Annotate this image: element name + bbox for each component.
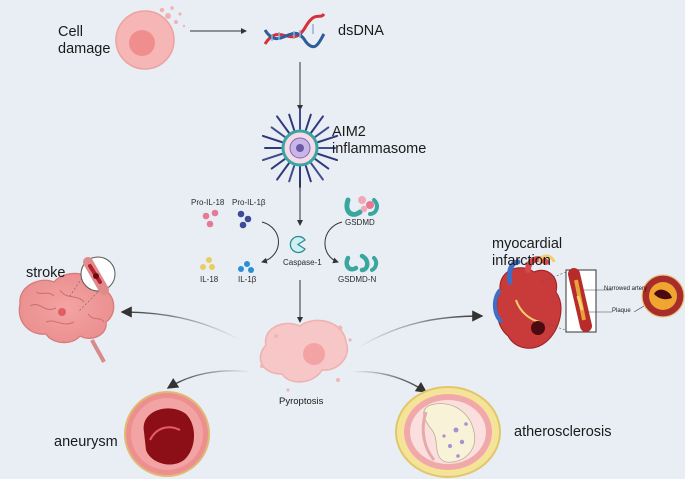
inflammasome-spike (317, 152, 339, 162)
plaque-label: Plaque (612, 308, 631, 314)
inflammasome-spike (317, 134, 339, 144)
caspase1-icon (289, 235, 306, 254)
inflammasome-spike (310, 115, 324, 134)
gsdmd-n-label: GSDMD-N (338, 275, 377, 284)
atherosclerosis-label: atherosclerosis (514, 424, 612, 440)
inflammasome-spike (288, 165, 296, 183)
il18-label: IL-18 (200, 275, 219, 284)
inflammasome-spike (314, 126, 330, 138)
aim2-inflammasome-label: AIM2 inflammasome (332, 124, 426, 158)
dna-helix-icon (263, 12, 326, 49)
inflammasome-spike (261, 134, 283, 144)
cell-damage-label-line1: Cell (58, 24, 83, 40)
aneurysm-vessel-icon (124, 391, 210, 477)
inflammasome-spike (261, 152, 283, 162)
inflammasome-spike (304, 165, 312, 183)
pro-il1b-molecules-icon (237, 210, 252, 229)
inflammasome-spike (288, 113, 296, 131)
brain-icon (18, 272, 115, 363)
aneurysm-label: aneurysm (54, 434, 118, 450)
gsdmd-protein-icon (344, 196, 379, 217)
aim2-label-line1: AIM2 (332, 124, 366, 140)
dsdna-label: dsDNA (338, 23, 384, 39)
il1b-molecules-icon (238, 261, 254, 273)
inflammasome-spike (314, 158, 330, 170)
atherosclerosis-vessel-icon (395, 386, 501, 478)
inflammasome-spike (270, 158, 286, 170)
gsdmd-n-icon (344, 253, 379, 273)
il18-molecules-icon (200, 257, 215, 270)
inflammasome-spike (310, 162, 324, 181)
heart-icon (493, 254, 562, 349)
arrow-to-atherosclerosis (351, 370, 428, 393)
arrow-gsdmd-to-gsdmdn (324, 221, 343, 264)
cell-damage-label-line2: damage (58, 41, 111, 57)
mi-label-line2: infarction (492, 253, 551, 269)
damaged-cell-icon (115, 6, 186, 70)
inflammasome-spike (270, 126, 286, 138)
caspase1-label: Caspase-1 (283, 258, 322, 267)
inflammasome-spike (304, 113, 312, 131)
inflammasome-icon (261, 108, 339, 188)
arrow-to-stroke (120, 306, 241, 341)
cell-damage-label: Cell damage (58, 24, 110, 58)
mi-label-line1: myocardial (492, 236, 563, 252)
stroke-vessel-inset-icon (69, 256, 116, 313)
inflammasome-spike (276, 162, 290, 181)
inflammasome-spike (276, 115, 290, 134)
aim2-label-line2: inflammasome (332, 141, 427, 157)
pro-il1b-label: Pro-IL-1β (232, 198, 266, 207)
pro-il18-molecules-icon (202, 209, 219, 228)
arrow-pro-il-to-il (261, 221, 279, 264)
pyroptotic-cell-icon (259, 319, 352, 392)
narrowed-artery-label: Narrowed artery (604, 286, 648, 292)
arrow-to-aneurysm (166, 370, 251, 389)
gsdmd-label: GSDMD (345, 218, 375, 227)
artery-cross-section-icon (641, 274, 685, 318)
myocardial-infarction-label: myocardial infarction (492, 236, 562, 270)
il1b-label: IL-1β (238, 275, 257, 284)
narrowed-artery-inset-icon (539, 268, 658, 333)
stroke-label: stroke (26, 265, 66, 281)
pyroptosis-label: Pyroptosis (279, 396, 324, 407)
pro-il18-label: Pro-IL-18 (191, 198, 225, 207)
arrow-to-myocardial-infarction (357, 310, 484, 349)
